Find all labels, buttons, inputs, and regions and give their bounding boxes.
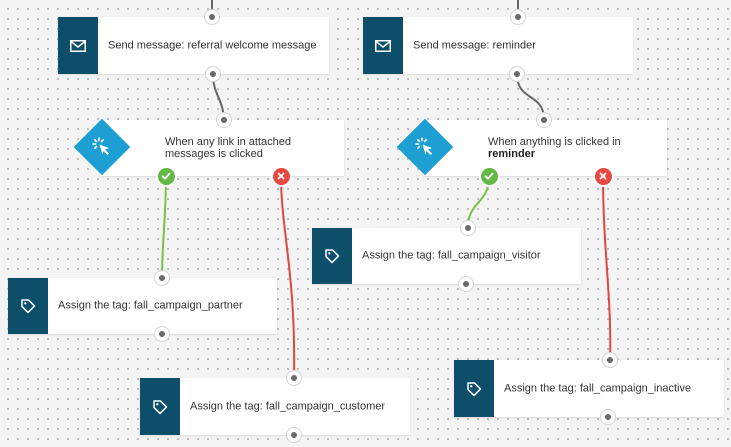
input-port[interactable] [287,371,301,385]
trigger-node-right[interactable]: When anything is clicked in reminder [423,120,667,176]
message-label: Send message: reminder [413,39,536,51]
output-port[interactable] [287,428,301,442]
check-icon [161,172,171,180]
connector-line [516,73,545,121]
tag-icon [325,249,340,264]
tag-icon-box [140,378,180,435]
yes-path-line [161,175,167,279]
tag-label: Assign the tag: fall_campaign_partner [58,299,243,312]
x-icon [599,172,607,180]
output-port[interactable] [155,327,169,341]
input-port[interactable] [155,271,169,285]
yes-branch-port[interactable] [157,167,175,185]
tag-icon-box [8,278,48,334]
assign-tag-node-inactive[interactable]: Assign the tag: fall_campaign_inactive [454,360,724,417]
output-port[interactable] [206,67,220,81]
x-icon [277,172,285,180]
yes-branch-port[interactable] [480,167,498,185]
output-port[interactable] [459,277,473,291]
tag-icon [153,399,168,414]
check-icon [484,172,494,180]
message-icon-box [363,17,403,74]
tag-icon-box [312,228,352,284]
message-icon-box [58,17,98,74]
no-branch-port[interactable] [594,167,612,185]
assign-tag-node-visitor[interactable]: Assign the tag: fall_campaign_visitor [312,228,581,284]
input-port[interactable] [511,10,525,24]
cursor-click-icon [415,137,432,155]
trigger-label: When anything is clicked in reminder [488,136,621,160]
envelope-icon [70,39,86,52]
send-message-node-left[interactable]: Send message: referral welcome message [58,17,329,74]
no-branch-port[interactable] [272,167,290,185]
input-port[interactable] [217,113,231,127]
assign-tag-node-customer[interactable]: Assign the tag: fall_campaign_customer [140,378,410,435]
message-label: Send message: referral welcome message [108,39,317,51]
tag-label: Assign the tag: fall_campaign_visitor [362,249,541,262]
no-path-line [280,175,296,379]
assign-tag-node-partner[interactable]: Assign the tag: fall_campaign_partner [8,278,277,334]
output-port[interactable] [601,410,615,424]
tag-label: Assign the tag: fall_campaign_customer [190,400,386,412]
input-port[interactable] [603,353,617,367]
tag-icon [467,381,482,396]
input-port[interactable] [537,113,551,127]
output-port[interactable] [510,67,524,81]
input-port[interactable] [205,10,219,24]
tag-icon [21,299,36,314]
input-port[interactable] [461,221,475,235]
trigger-node-left[interactable]: When any link in attached messages is cl… [100,120,344,176]
tag-label: Assign the tag: fall_campaign_inactive [504,382,692,394]
envelope-icon [375,39,391,52]
send-message-node-right[interactable]: Send message: reminder [363,17,633,74]
tag-icon-box [454,360,494,417]
no-path-line [602,175,612,361]
trigger-label: When any link in attached messages is cl… [165,136,291,160]
cursor-click-icon [92,137,109,155]
